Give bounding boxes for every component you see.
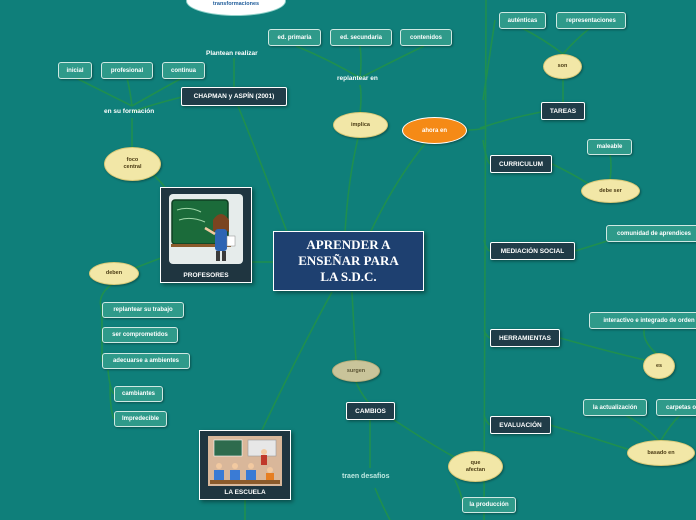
node-maleable[interactable]: maleable (587, 139, 632, 155)
node-ed-secundaria[interactable]: ed. secundaria (330, 29, 392, 46)
node-continua[interactable]: continua (162, 62, 205, 79)
central-line1: APRENDER A (306, 237, 390, 252)
node-ed-primaria[interactable]: ed. primaria (268, 29, 321, 46)
node-carpetas[interactable]: carpetas o (656, 399, 696, 416)
node-cambios[interactable]: CAMBIOS (346, 402, 395, 420)
oval-son[interactable]: son (543, 54, 582, 79)
node-profesores[interactable]: PROFESORES (160, 187, 252, 283)
node-replantear-su-trabajo[interactable]: replantear su trabajo (102, 302, 184, 318)
central-line2: ENSEÑAR PARA (298, 253, 399, 268)
oval-implica[interactable]: implica (333, 112, 388, 138)
oval-es[interactable]: es (643, 353, 675, 379)
label-en-su-formacion: en su formación (104, 108, 154, 115)
node-herramientas[interactable]: HERRAMIENTAS (490, 329, 560, 347)
que-afectan-line2: afectan (466, 467, 485, 473)
teacher-at-blackboard-icon (161, 192, 251, 272)
node-ser-comprometidos[interactable]: ser comprometidos (102, 327, 178, 343)
node-cambiantes[interactable]: cambiantes (114, 386, 163, 402)
node-curriculum[interactable]: CURRICULUM (490, 155, 552, 173)
node-la-actualizacion[interactable]: la actualización (583, 399, 647, 416)
label-replantear-en: replantear en (337, 75, 378, 82)
oval-surgen[interactable]: surgen (332, 360, 380, 382)
cloud-text-line2: transformaciones (213, 1, 259, 7)
central-line3: LA S.D.C. (320, 269, 376, 284)
oval-debe-ser[interactable]: debe ser (581, 179, 640, 203)
node-representaciones[interactable]: representaciones (556, 12, 626, 29)
node-evaluacion[interactable]: EVALUACIÓN (490, 416, 551, 434)
node-mediacion-social[interactable]: MEDIACIÓN SOCIAL (490, 242, 575, 260)
node-contenidos[interactable]: contenidos (400, 29, 452, 46)
oval-basado-en[interactable]: basado en (627, 440, 695, 466)
label-traen-desafios: traen desafios (342, 473, 389, 480)
node-ahora-en[interactable]: ahora en (402, 117, 467, 144)
node-inicial[interactable]: inicial (58, 62, 92, 79)
foco-line2: central (123, 164, 141, 170)
node-la-escuela[interactable]: LA ESCUELA (199, 430, 291, 500)
node-chapman-aspin[interactable]: CHAPMAN y ASPÍN (2001) (181, 87, 287, 106)
node-adecuarse-a-ambientes[interactable]: adecuarse a ambientes (102, 353, 190, 369)
escuela-caption: LA ESCUELA (200, 489, 290, 496)
profesores-caption: PROFESORES (161, 272, 251, 279)
classroom-icon (200, 434, 290, 490)
node-autenticas[interactable]: auténticas (499, 12, 546, 29)
label-plantean-realizar: Plantean realizar (206, 50, 258, 57)
node-la-produccion[interactable]: la producción (462, 497, 516, 513)
foco-line1: foco (127, 157, 139, 163)
que-afectan-line1: que (471, 460, 481, 466)
node-interactivo[interactable]: interactivo e integrado de orden (589, 312, 696, 329)
node-impredecible[interactable]: Impredecible (114, 411, 167, 427)
node-comunidad-de-aprendices[interactable]: comunidad de aprendices (606, 225, 696, 242)
node-profesional[interactable]: profesional (101, 62, 153, 79)
oval-deben[interactable]: deben (89, 262, 139, 285)
node-tareas[interactable]: TAREAS (541, 102, 585, 120)
